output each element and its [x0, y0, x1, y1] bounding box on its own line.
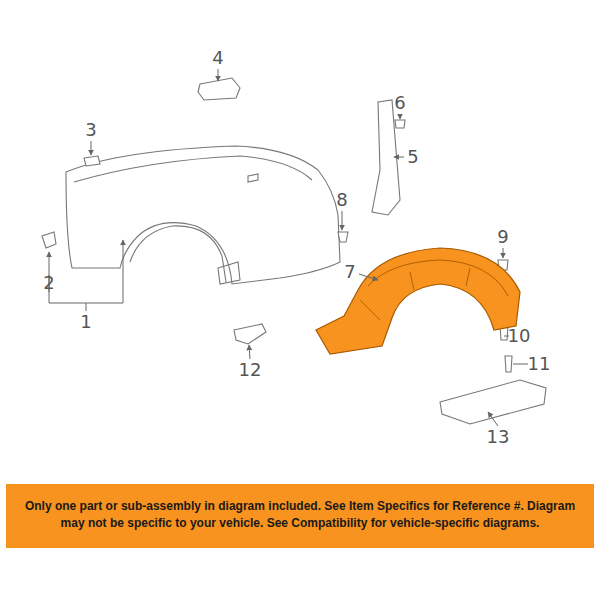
callout-number: 1 [80, 313, 91, 331]
liner-shape [316, 248, 520, 354]
clip [395, 120, 405, 128]
small-parts [42, 78, 546, 424]
splash-shield [440, 380, 546, 424]
fender-outline [66, 146, 340, 284]
callout-number: 7 [344, 263, 355, 281]
clip [338, 232, 348, 242]
callout-number: 6 [394, 94, 405, 112]
side-marker [218, 262, 240, 284]
bracket [234, 324, 266, 344]
callout-number: 3 [85, 121, 96, 139]
emblem [248, 174, 258, 182]
callout-number: 5 [407, 148, 418, 166]
leader-line [218, 69, 219, 81]
callout-number: 10 [508, 327, 531, 345]
leader-line [359, 274, 378, 280]
leader-line [342, 211, 343, 230]
callout-number: 13 [487, 428, 510, 446]
wheel-arch-lip [130, 226, 226, 282]
callout-number: 9 [497, 228, 508, 246]
callout-number: 12 [239, 361, 262, 379]
leader-line [86, 303, 87, 311]
notice-text: Only one part or sub-assembly in diagram… [14, 498, 586, 533]
leader-lines [49, 69, 528, 426]
callout-number: 4 [212, 49, 223, 67]
notice-banner: Only one part or sub-assembly in diagram… [6, 484, 594, 548]
leader-line [400, 114, 401, 119]
fender [66, 146, 340, 284]
leader-bracket [49, 240, 123, 303]
fender-seal [84, 156, 100, 166]
leader-line [513, 364, 528, 365]
callout-number: 8 [336, 191, 347, 209]
leader-line [488, 412, 498, 426]
leader-line [91, 141, 92, 155]
callout-number: 11 [528, 355, 551, 373]
fender-crease [74, 156, 312, 182]
fender-clip [42, 232, 56, 248]
fender-bracket [198, 78, 240, 100]
bolt [505, 356, 512, 372]
liner-ribs [360, 260, 508, 320]
leader-line [249, 345, 250, 359]
fender-liner [316, 248, 520, 354]
callout-number: 2 [43, 274, 54, 292]
leader-line [503, 248, 504, 258]
leader-line [394, 157, 404, 158]
